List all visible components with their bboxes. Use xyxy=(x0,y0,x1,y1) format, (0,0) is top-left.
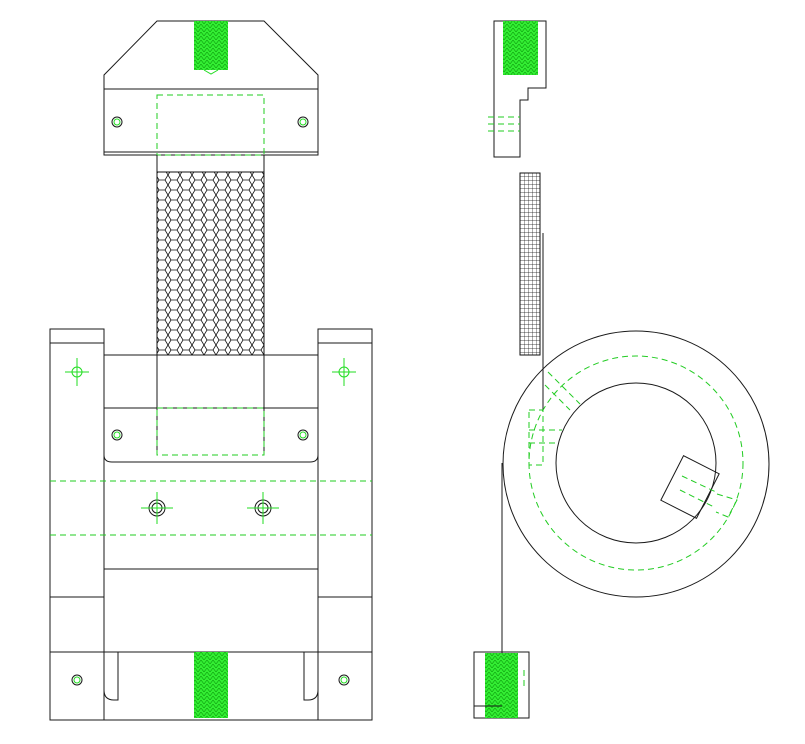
screw-icon xyxy=(71,674,83,686)
screw-icon xyxy=(141,492,173,524)
screw-icon xyxy=(111,116,123,128)
hole-center-icon xyxy=(65,358,89,386)
hole-center-icon xyxy=(332,358,356,386)
specimen-side xyxy=(519,172,541,356)
lower-body xyxy=(49,328,373,721)
bottom-thread xyxy=(194,652,228,718)
top-thread xyxy=(194,21,228,70)
screw-icon xyxy=(111,429,123,441)
side-view xyxy=(473,20,770,719)
screw-icon xyxy=(247,492,279,524)
front-view xyxy=(49,20,373,721)
specimen xyxy=(156,155,265,455)
screw-icon xyxy=(297,116,309,128)
top-clamp-side xyxy=(488,20,547,158)
bottom-clamp-side xyxy=(473,651,530,719)
screw-icon xyxy=(338,674,350,686)
ring-pulley xyxy=(502,330,770,598)
top-clamp-head xyxy=(103,20,319,156)
screw-icon xyxy=(297,429,309,441)
